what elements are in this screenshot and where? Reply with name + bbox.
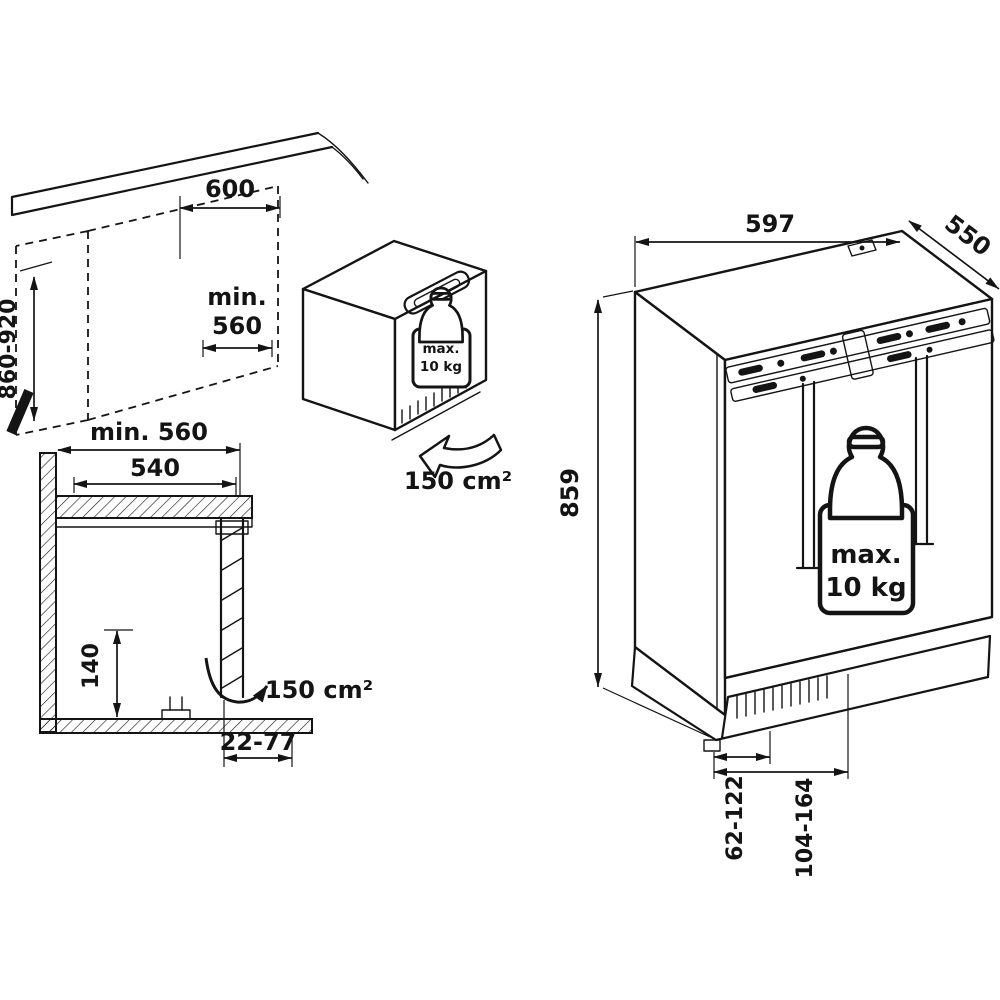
- extension-lines: [713, 674, 849, 779]
- floor-corner-mark: [6, 389, 34, 435]
- section-view: 150 cm² min. 560 540 140 22-77: [39, 418, 373, 767]
- upper-rail: [725, 307, 991, 384]
- worktop-break-line: [317, 132, 369, 184]
- rail-screw: [926, 346, 933, 353]
- built-under-appliance: max. 10 kg: [301, 239, 488, 441]
- rail-screw: [958, 318, 966, 326]
- lower-rail: [730, 329, 995, 402]
- extension-lines: [602, 290, 711, 738]
- extension-lines: [179, 196, 281, 259]
- niche-width-dimension: 600: [179, 175, 281, 259]
- center-bracket: [841, 329, 874, 380]
- niche-width-label: 600: [205, 175, 255, 203]
- rail-screw: [905, 330, 913, 338]
- foot-base: [161, 709, 191, 720]
- appliance-height-label: 859: [556, 468, 584, 518]
- appliance-height-dimension: 859: [556, 290, 711, 738]
- furniture-panel: [219, 516, 245, 699]
- worktop-edges: [10, 131, 334, 217]
- load-max-label: max.: [422, 341, 459, 357]
- load-max-label: max.: [830, 540, 901, 570]
- door-bottom-edge: [723, 615, 994, 680]
- rail-screw: [829, 347, 837, 355]
- load-kg-label: 10 kg: [420, 359, 462, 375]
- mounting-rails: [725, 307, 995, 402]
- rail-screw: [777, 359, 785, 367]
- door-load-icon: max. 10 kg: [817, 428, 916, 616]
- niche-depth-label-value: 560: [212, 312, 262, 340]
- appliance-width-dimension: 597: [634, 210, 900, 287]
- appliance-foot-range-label-1: 62-122: [723, 775, 748, 861]
- niche-depth-label-min: min.: [207, 283, 266, 311]
- appliance-foot: [703, 739, 721, 752]
- section-depth-label: min. 560: [90, 418, 208, 446]
- niche-view: 600 min. 560 860-920: [0, 131, 512, 495]
- plinth-outline: [630, 634, 992, 742]
- niche-height-dimension: 860-920: [0, 261, 53, 421]
- appliance-foot-range-label-2: 104-164: [793, 778, 818, 879]
- load-kg-label: 10 kg: [825, 573, 906, 603]
- section-vent-label: 150 cm²: [265, 676, 373, 704]
- worktop-apron: [55, 495, 253, 528]
- airflow-arrow: [204, 657, 269, 704]
- fixing-bracket: [215, 520, 249, 535]
- niche-height-label: 860-920: [0, 299, 21, 400]
- section-depth-dimension: min. 560: [57, 418, 241, 496]
- slide-rails: [795, 354, 935, 570]
- appliance-foot: [161, 696, 191, 720]
- section-plinth-dimension: 22-77: [220, 700, 297, 767]
- appliance-foot-range-dimensions: 62-122 104-164: [713, 674, 849, 879]
- appliance-view: max. 10 kg 597 550 859 62-122 104-164: [556, 209, 1000, 879]
- niche-vent-label: 150 cm²: [404, 467, 512, 495]
- rail-slots: [738, 321, 950, 393]
- dimension-line: [908, 220, 1000, 290]
- floor-hatched: [39, 718, 313, 734]
- extension-lines: [19, 261, 53, 272]
- appliance-side-face: [633, 290, 727, 717]
- rail-screw: [799, 375, 806, 382]
- niche-dashed-outline: [15, 185, 279, 436]
- appliance-width-label: 597: [745, 210, 795, 238]
- foot-stem: [169, 696, 183, 711]
- section-worktop-dimension: 540: [73, 454, 237, 496]
- niche-depth-dimension: min. 560: [202, 283, 273, 357]
- worktop-hatched: [55, 495, 253, 519]
- section-plinth-label: 22-77: [220, 728, 297, 756]
- appliance-depth-label: 550: [939, 209, 996, 262]
- plinth-vent-grille: [736, 675, 828, 719]
- door-load-icon: max. 10 kg: [411, 286, 472, 389]
- section-base-height-dimension: 140: [79, 629, 133, 717]
- top-bracket-screw: [859, 245, 865, 251]
- panel-grain-hatch: [221, 527, 243, 689]
- wall-hatched: [39, 452, 57, 733]
- section-worktop-label: 540: [130, 454, 180, 482]
- slide-under-arrow-icon: [418, 433, 503, 479]
- base-line: [391, 391, 481, 441]
- section-base-height-label: 140: [79, 643, 104, 689]
